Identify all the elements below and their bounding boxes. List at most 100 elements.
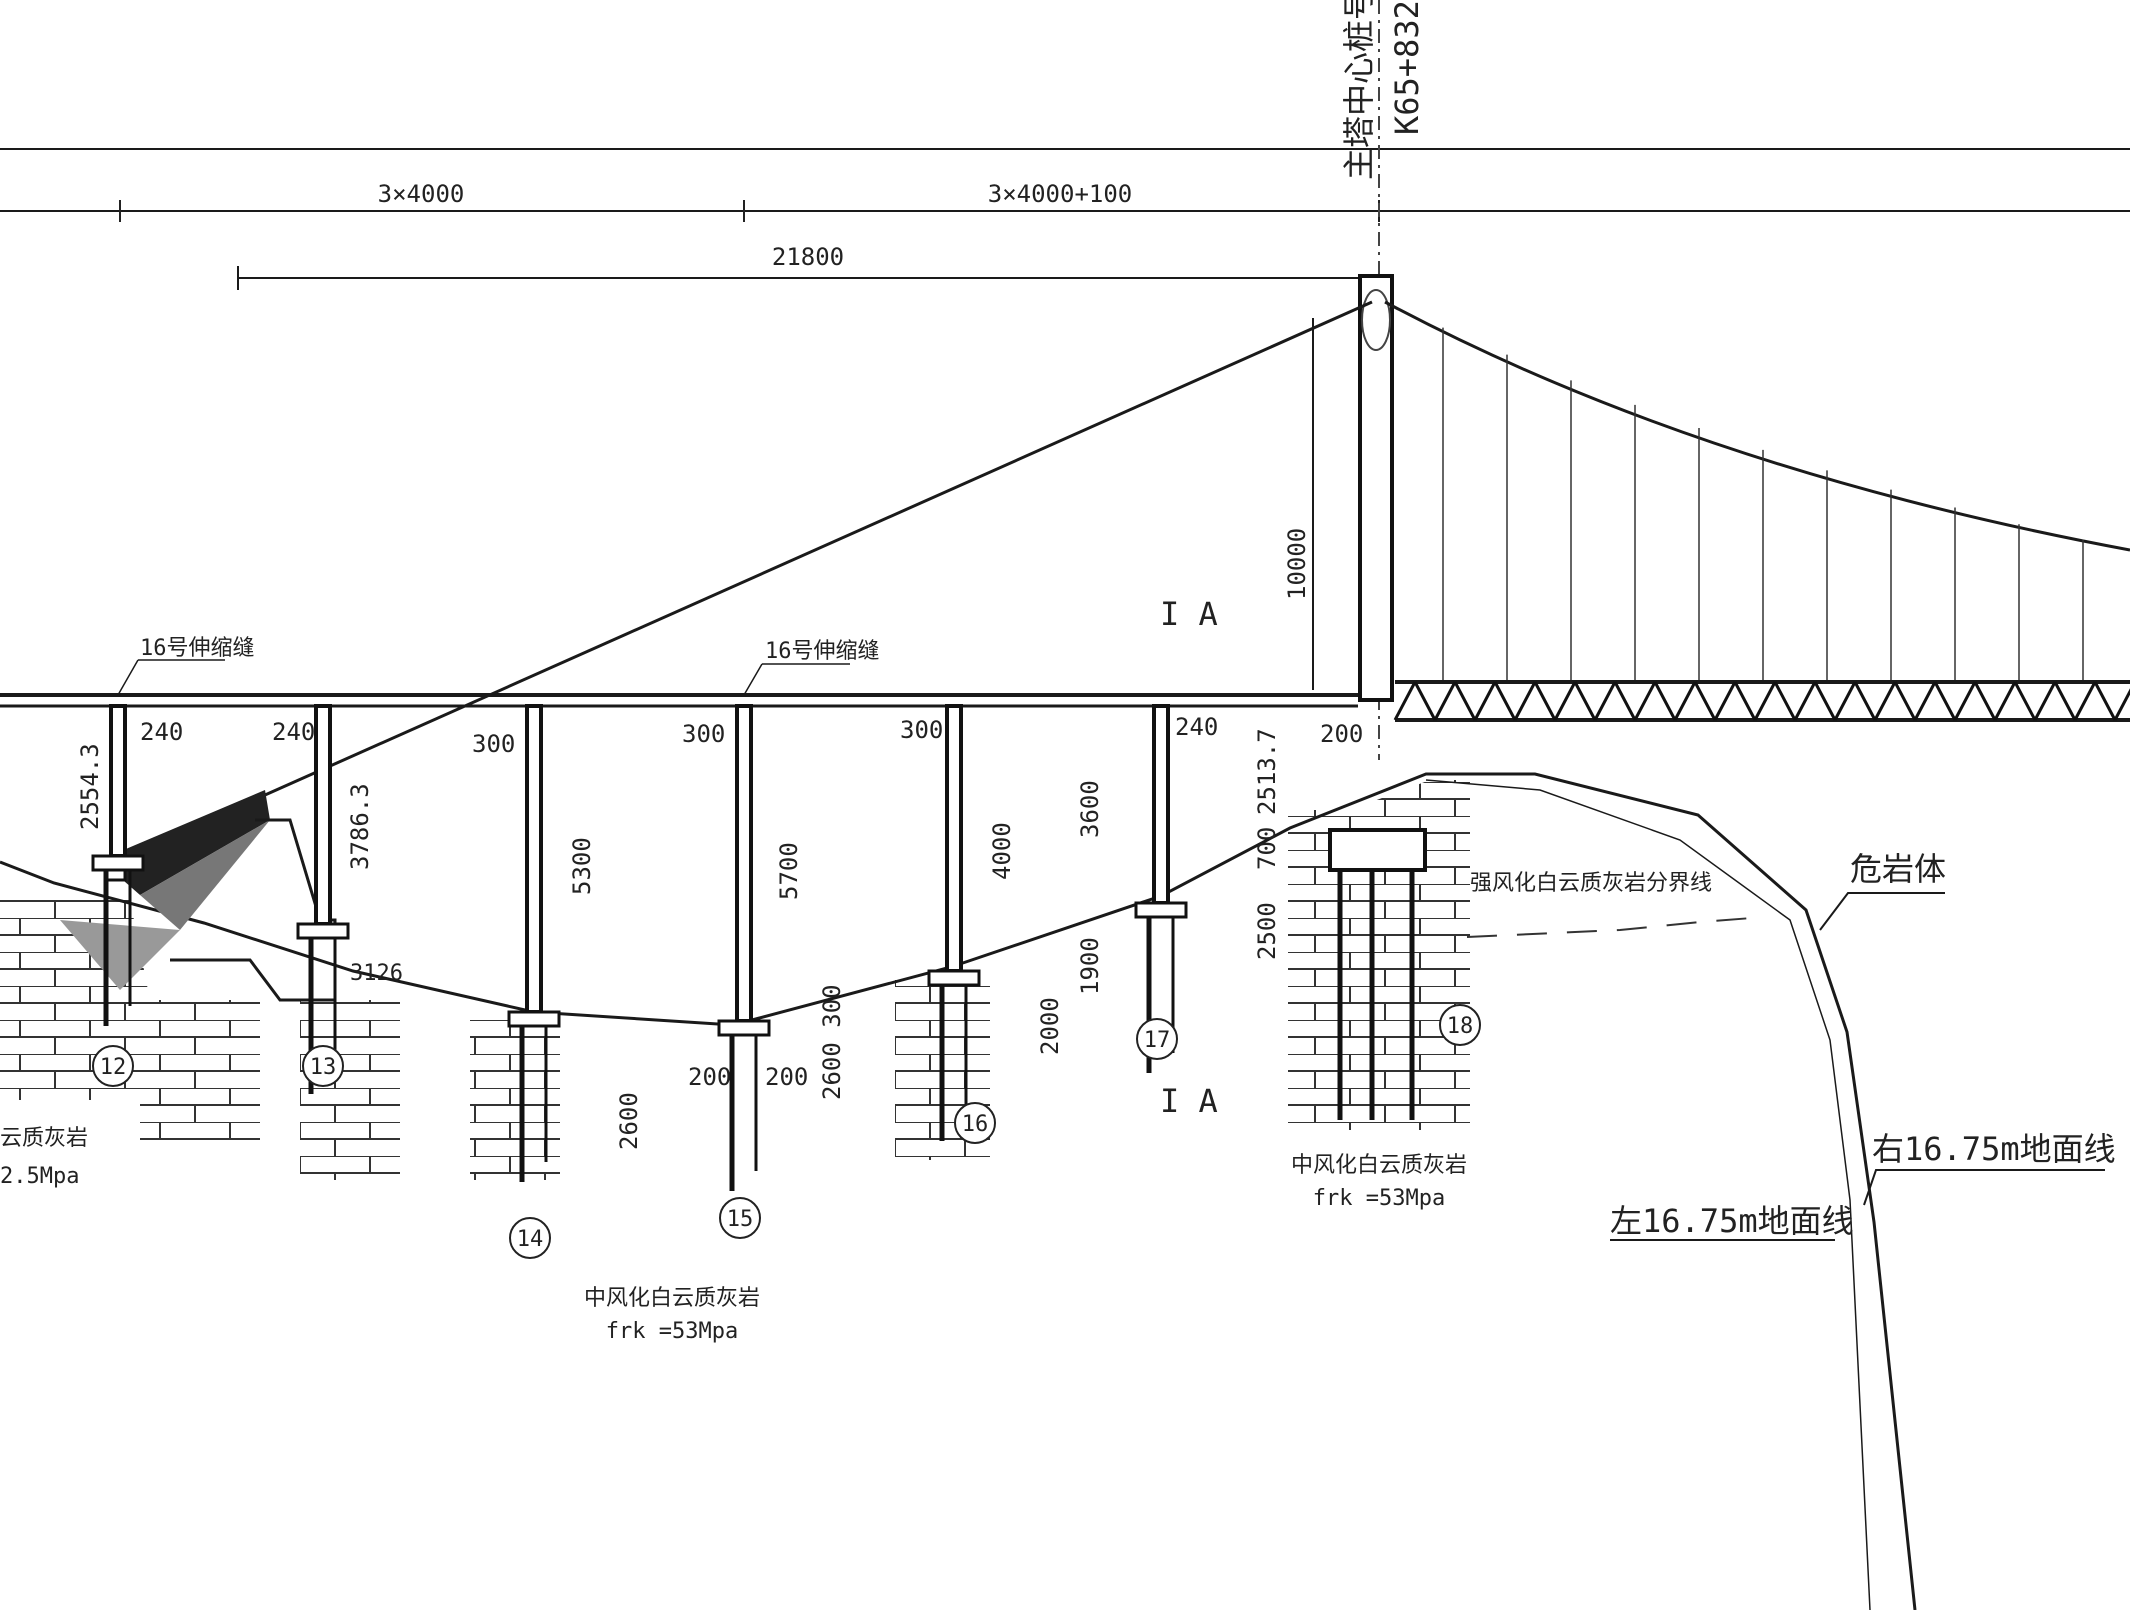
svg-text:200: 200 [765, 1063, 808, 1091]
truss-diagonal [1773, 681, 1797, 721]
pier-columns [91, 704, 1427, 1191]
svg-text:15: 15 [727, 1207, 754, 1232]
truss-diagonal [2033, 681, 2057, 721]
pier-13: 13 [302, 1045, 344, 1087]
pile-cap [927, 969, 981, 987]
truss-diagonal [1513, 681, 1537, 721]
left-ground-line-label: 左16.75m地面线 [1610, 1202, 1854, 1240]
section-mark-upper: I A [1160, 595, 1218, 633]
pier-16: 16 [954, 1102, 996, 1144]
truss-diagonal [1533, 681, 1557, 721]
svg-text:2000: 2000 [1036, 997, 1064, 1055]
truss-diagonal [1833, 681, 1857, 721]
truss-diagonal [1593, 681, 1617, 721]
svg-text:200: 200 [688, 1063, 731, 1091]
svg-text:240: 240 [272, 718, 315, 746]
svg-text:3126: 3126 [350, 961, 403, 986]
svg-text:5300: 5300 [568, 837, 596, 895]
truss-diagonal [1553, 681, 1577, 721]
stiffening-truss [1393, 680, 2130, 722]
station-number: K65+832 [1388, 0, 1426, 135]
svg-text:2513.7: 2513.7 [1253, 728, 1281, 815]
pile-cap [507, 1010, 561, 1028]
svg-text:300: 300 [682, 720, 725, 748]
truss-diagonal [1613, 681, 1637, 721]
truss-diagonal [1453, 681, 1477, 721]
rock-label-mid: 中风化白云质灰岩 [584, 1286, 760, 1311]
left-ground-line [1425, 779, 1871, 1610]
svg-text:14: 14 [517, 1227, 544, 1252]
svg-text:200: 200 [1320, 720, 1363, 748]
pier-18: 18 [1439, 1004, 1481, 1046]
pile-cap [717, 1019, 771, 1037]
truss-diagonal [1953, 681, 1977, 721]
span-right-label: 3×4000+100 [988, 180, 1133, 208]
svg-text:2600: 2600 [615, 1092, 643, 1150]
svg-text:16: 16 [962, 1112, 989, 1137]
svg-text:2500: 2500 [1253, 902, 1281, 960]
main-cable [1384, 300, 2130, 552]
svg-text:700: 700 [1253, 827, 1281, 870]
truss-diagonal [1933, 681, 1957, 721]
svg-text:1900: 1900 [1076, 937, 1104, 995]
svg-text:2554.3: 2554.3 [76, 743, 104, 830]
pier-17: 17 [1136, 1018, 1178, 1060]
hangers [1442, 327, 2084, 682]
truss-diagonal [2053, 681, 2077, 721]
tower-height-label: 10000 [1283, 528, 1311, 600]
svg-text:12: 12 [100, 1055, 127, 1080]
pier-15: 15 [719, 1197, 761, 1239]
truss-diagonal [1393, 681, 1417, 721]
svg-text:300: 300 [900, 716, 943, 744]
truss-diagonal [1913, 681, 1937, 721]
rock-strength-mid: frk =53Mpa [606, 1319, 738, 1344]
truss-diagonal [1693, 681, 1717, 721]
ground-line [0, 772, 1917, 1610]
svg-text:3600: 3600 [1076, 780, 1104, 838]
truss-diagonal [1433, 681, 1457, 721]
expansion-joint-label-1: 16号伸缩缝 [140, 636, 255, 661]
truss-diagonal [2093, 681, 2117, 721]
pile-cap [91, 854, 145, 872]
span-left-label: 3×4000 [378, 180, 465, 208]
pile-cap [1134, 901, 1188, 919]
main-tower [1358, 274, 1394, 702]
truss-diagonal [1653, 681, 1677, 721]
pier-column [1152, 704, 1170, 905]
backstay-cable [264, 300, 1373, 797]
truss-diagonal [1673, 681, 1697, 721]
weathering-boundary [1466, 916, 1766, 938]
truss-diagonal [1713, 681, 1737, 721]
expansion-joint-label-2: 16号伸缩缝 [765, 639, 880, 664]
truss-diagonal [2073, 681, 2097, 721]
pier-14: 14 [509, 1217, 551, 1259]
svg-text:240: 240 [1175, 713, 1218, 741]
dimension-labels: 240 240 2554.3 3786.3 300 5300 300 5700 … [76, 713, 1363, 1150]
danger-rock-label: 危岩体 [1850, 850, 1946, 888]
rock-label-right: 中风化白云质灰岩 [1291, 1153, 1467, 1178]
pier-column [109, 704, 127, 858]
truss-diagonal [1473, 681, 1497, 721]
pile-cap [296, 922, 350, 940]
right-ground-line-label: 右16.75m地面线 [1872, 1130, 2116, 1168]
truss-diagonal [1633, 681, 1657, 721]
pier-column [945, 704, 963, 973]
pier-column [525, 704, 543, 1014]
svg-text:240: 240 [140, 718, 183, 746]
truss-diagonal [1973, 681, 1997, 721]
rock-label-left: 云质灰岩 [0, 1126, 88, 1151]
svg-text:3786.3: 3786.3 [346, 783, 374, 870]
svg-text:4000: 4000 [988, 822, 1016, 880]
svg-text:2600 300: 2600 300 [818, 984, 846, 1100]
truss-diagonal [1413, 681, 1437, 721]
rock-strength-left: 2.5Mpa [0, 1164, 79, 1189]
svg-text:5700: 5700 [775, 842, 803, 900]
section-mark-lower: I A [1160, 1082, 1218, 1120]
rock-strength-right: frk =53Mpa [1313, 1186, 1445, 1211]
svg-text:18: 18 [1447, 1014, 1474, 1039]
truss-diagonal [2113, 688, 2130, 721]
truss-diagonal [1873, 681, 1897, 721]
truss-diagonal [1993, 681, 2017, 721]
truss-diagonal [1733, 681, 1757, 721]
